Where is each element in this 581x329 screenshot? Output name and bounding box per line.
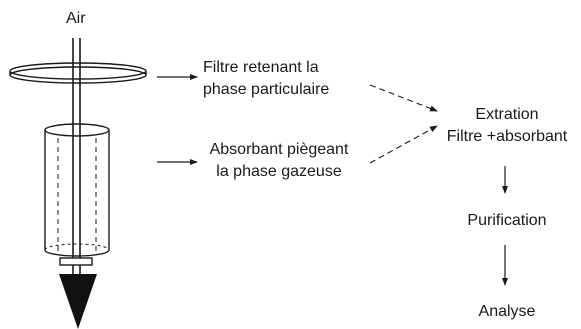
absorbent-to-extraction-arrow <box>369 125 438 164</box>
absorbent-label-line-1: Absorbant piègeant <box>209 141 349 158</box>
filter-disc <box>9 62 147 84</box>
air-label: Air <box>66 10 86 27</box>
filter-label-line-2: phase particulaire <box>203 81 330 98</box>
analysis-label: Analyse <box>478 303 536 320</box>
intake-tube <box>72 38 81 296</box>
extraction-label-line-2: Filtre +absorbant <box>446 128 568 145</box>
outlet-arrow <box>59 257 97 329</box>
extraction-label-line-1: Extration <box>475 106 539 123</box>
extraction-label: Extration Filtre +absorbant <box>441 104 573 148</box>
filter-to-extraction-arrow <box>369 84 438 112</box>
filter-label: Filtre retenant la phase particulaire <box>203 57 329 101</box>
filter-label-line-1: Filtre retenant la <box>203 59 319 76</box>
purification-label: Purification <box>467 212 547 229</box>
absorbent-label: Absorbant piègeant la phase gazeuse <box>203 139 355 183</box>
absorbent-cylinder <box>44 123 110 257</box>
absorbent-label-line-2: la phase gazeuse <box>216 163 342 180</box>
